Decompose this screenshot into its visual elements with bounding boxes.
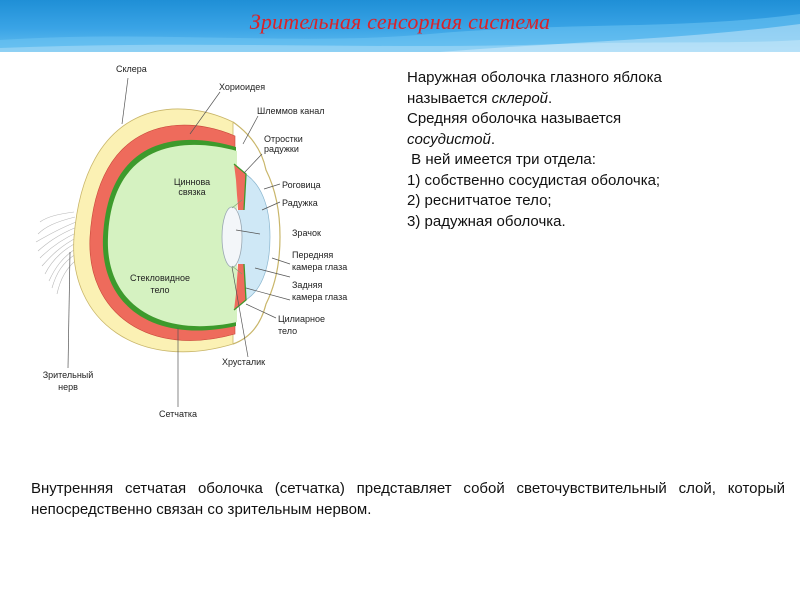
term-sclera: склерой (491, 89, 549, 107)
label-optic-nerve-2: нерв (58, 382, 78, 392)
iris-lower (234, 264, 246, 310)
anterior-chamber (238, 170, 270, 304)
list-item-2: 2) реснитчатое тело; (407, 192, 552, 209)
label-optic-nerve-1: Зрительный (43, 370, 94, 380)
header-wave-decoration (0, 14, 800, 52)
label-vitreous-1: Стекловидное (130, 273, 190, 283)
vitreous-body (107, 144, 238, 327)
label-iris-processes-1: Отростки (264, 134, 303, 144)
label-posterior-chamber-2: камера глаза (292, 292, 347, 302)
label-pupil: Зрачок (292, 228, 321, 238)
leader-lines (67, 77, 291, 407)
label-choroid: Хориоидея (219, 82, 265, 92)
term-vascular: сосудистой (407, 130, 491, 148)
slide-header: Зрительная сенсорная система (0, 0, 800, 52)
label-sclera: Склера (116, 64, 147, 74)
label-anterior-chamber-1: Передняя (292, 250, 333, 260)
list-item-1: 1) собственно сосудистая оболочка; (407, 171, 661, 189)
lens-shape (221, 206, 243, 268)
label-anterior-chamber-2: камера глаза (292, 262, 347, 272)
label-schlemm-canal: Шлеммов канал (257, 106, 325, 116)
iris-upper (234, 164, 246, 210)
eye-diagram-svg: Склера Хориоидея Шлеммов канал Отростки … (35, 64, 347, 419)
label-zonule-1: Циннова (174, 177, 210, 187)
label-ciliary-body-1: Цилиарное (278, 314, 325, 324)
label-posterior-chamber-1: Задняя (292, 280, 323, 290)
retina-description: Внутренняя сетчатая оболочка (сетчатка) … (31, 480, 785, 518)
eye-diagram: Склера Хориоидея Шлеммов канал Отростки … (0, 52, 395, 432)
label-iris: Радужка (282, 198, 318, 208)
p2-line2: сосудистой. (407, 130, 495, 148)
membranes-description: Наружная оболочка глазного яблока называ… (407, 68, 792, 232)
label-lens: Хрусталик (222, 357, 265, 367)
list-item-3: 3) радужная оболочка. (407, 212, 566, 230)
p3-line: В ней имеется три отдела: (407, 151, 596, 168)
label-ciliary-body-2: тело (278, 326, 297, 336)
label-cornea: Роговица (282, 180, 321, 190)
p1-line1: Наружная оболочка глазного яблока (407, 69, 662, 86)
slide-title: Зрительная сенсорная система (249, 9, 551, 34)
cornea-edge (232, 121, 281, 345)
label-iris-processes-2: радужки (264, 144, 299, 154)
label-vitreous-2: тело (150, 285, 169, 295)
label-zonule-2: связка (178, 187, 205, 197)
p1-line2: называется склерой. (407, 89, 553, 107)
label-retina: Сетчатка (159, 409, 197, 419)
p2-line1: Средняя оболочка называется (407, 110, 622, 127)
